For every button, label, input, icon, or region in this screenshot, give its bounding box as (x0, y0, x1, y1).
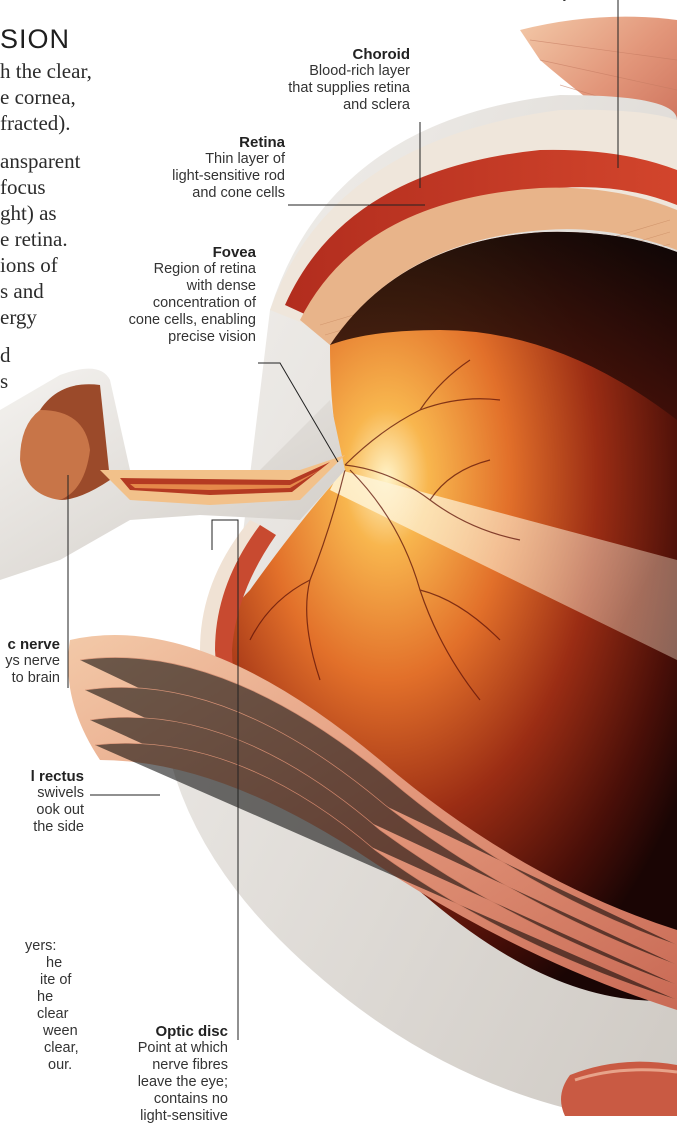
optic-disc-label: Optic disc Point at which nerve fibres l… (110, 1023, 228, 1125)
fovea-label: Fovea Region of retina with dense concen… (90, 244, 256, 346)
lateral-rectus-desc-line: swivels (0, 785, 84, 802)
leader-line-fovea (258, 363, 338, 462)
body-line: e cornea, (0, 83, 76, 111)
retina-desc-line: Thin layer of (130, 151, 285, 168)
optic-disc-title: Optic disc (110, 1023, 228, 1040)
sclera-label-text: y (520, 0, 570, 3)
choroid-label: Choroid Blood-rich layer that supplies r… (250, 46, 410, 114)
lateral-rectus-title: l rectus (0, 768, 84, 785)
fovea-title: Fovea (90, 244, 256, 261)
optic-disc-desc-line: contains no (110, 1091, 228, 1108)
body-line: s (0, 367, 8, 395)
bottom-text-line: ite of (0, 972, 80, 989)
optic-disc-desc-line: light-sensitive (110, 1108, 228, 1125)
fovea-desc-line: Region of retina (90, 261, 256, 278)
body-line: fracted). (0, 109, 71, 137)
bottom-text-line: our. (0, 1057, 80, 1074)
optic-nerve-label: c nerve ys nerve to brain (0, 636, 60, 687)
bottom-text: yers: he ite of he clear ween clear, our… (0, 938, 80, 1074)
fovea-desc-line: with dense (90, 278, 256, 295)
sclera-label-fragment: y (520, 0, 570, 3)
retina-label: Retina Thin layer of light-sensitive rod… (130, 134, 285, 202)
body-line: ergy (0, 303, 37, 331)
lateral-rectus-desc-line: ook out (0, 802, 84, 819)
body-line: ansparent (0, 147, 80, 175)
bottom-text-line: he (0, 955, 80, 972)
body-line: d (0, 341, 11, 369)
choroid-desc-line: Blood-rich layer (250, 63, 410, 80)
choroid-desc-line: that supplies retina (250, 80, 410, 97)
choroid-desc-line: and sclera (250, 97, 410, 114)
optic-nerve-title: c nerve (0, 636, 60, 653)
choroid-title: Choroid (250, 46, 410, 63)
bottom-text-line: ween (0, 1023, 80, 1040)
lateral-rectus-label: l rectus swivels ook out the side (0, 768, 84, 836)
optic-nerve-desc-line: to brain (0, 670, 60, 687)
body-line: ght) as (0, 199, 57, 227)
bottom-text-line: clear, (0, 1040, 80, 1057)
body-line: s and (0, 277, 44, 305)
optic-nerve-desc-line: ys nerve (0, 653, 60, 670)
fovea-desc-line: cone cells, enabling (90, 312, 256, 329)
retina-desc-line: and cone cells (130, 185, 285, 202)
fovea-desc-line: precise vision (90, 329, 256, 346)
optic-disc-desc-line: nerve fibres (110, 1057, 228, 1074)
leader-line-optic-disc (212, 520, 238, 1040)
lateral-rectus-desc-line: the side (0, 819, 84, 836)
section-heading: SION (0, 24, 70, 55)
body-line: e retina. (0, 225, 68, 253)
body-line: focus (0, 173, 46, 201)
retina-title: Retina (130, 134, 285, 151)
optic-disc-desc-line: leave the eye; (110, 1074, 228, 1091)
fovea-desc-line: concentration of (90, 295, 256, 312)
body-line: ions of (0, 251, 58, 279)
retina-desc-line: light-sensitive rod (130, 168, 285, 185)
bottom-text-line: he clear (0, 989, 80, 1023)
body-line: h the clear, (0, 57, 92, 85)
optic-disc-desc-line: Point at which (110, 1040, 228, 1057)
bottom-text-line: yers: (0, 938, 80, 955)
